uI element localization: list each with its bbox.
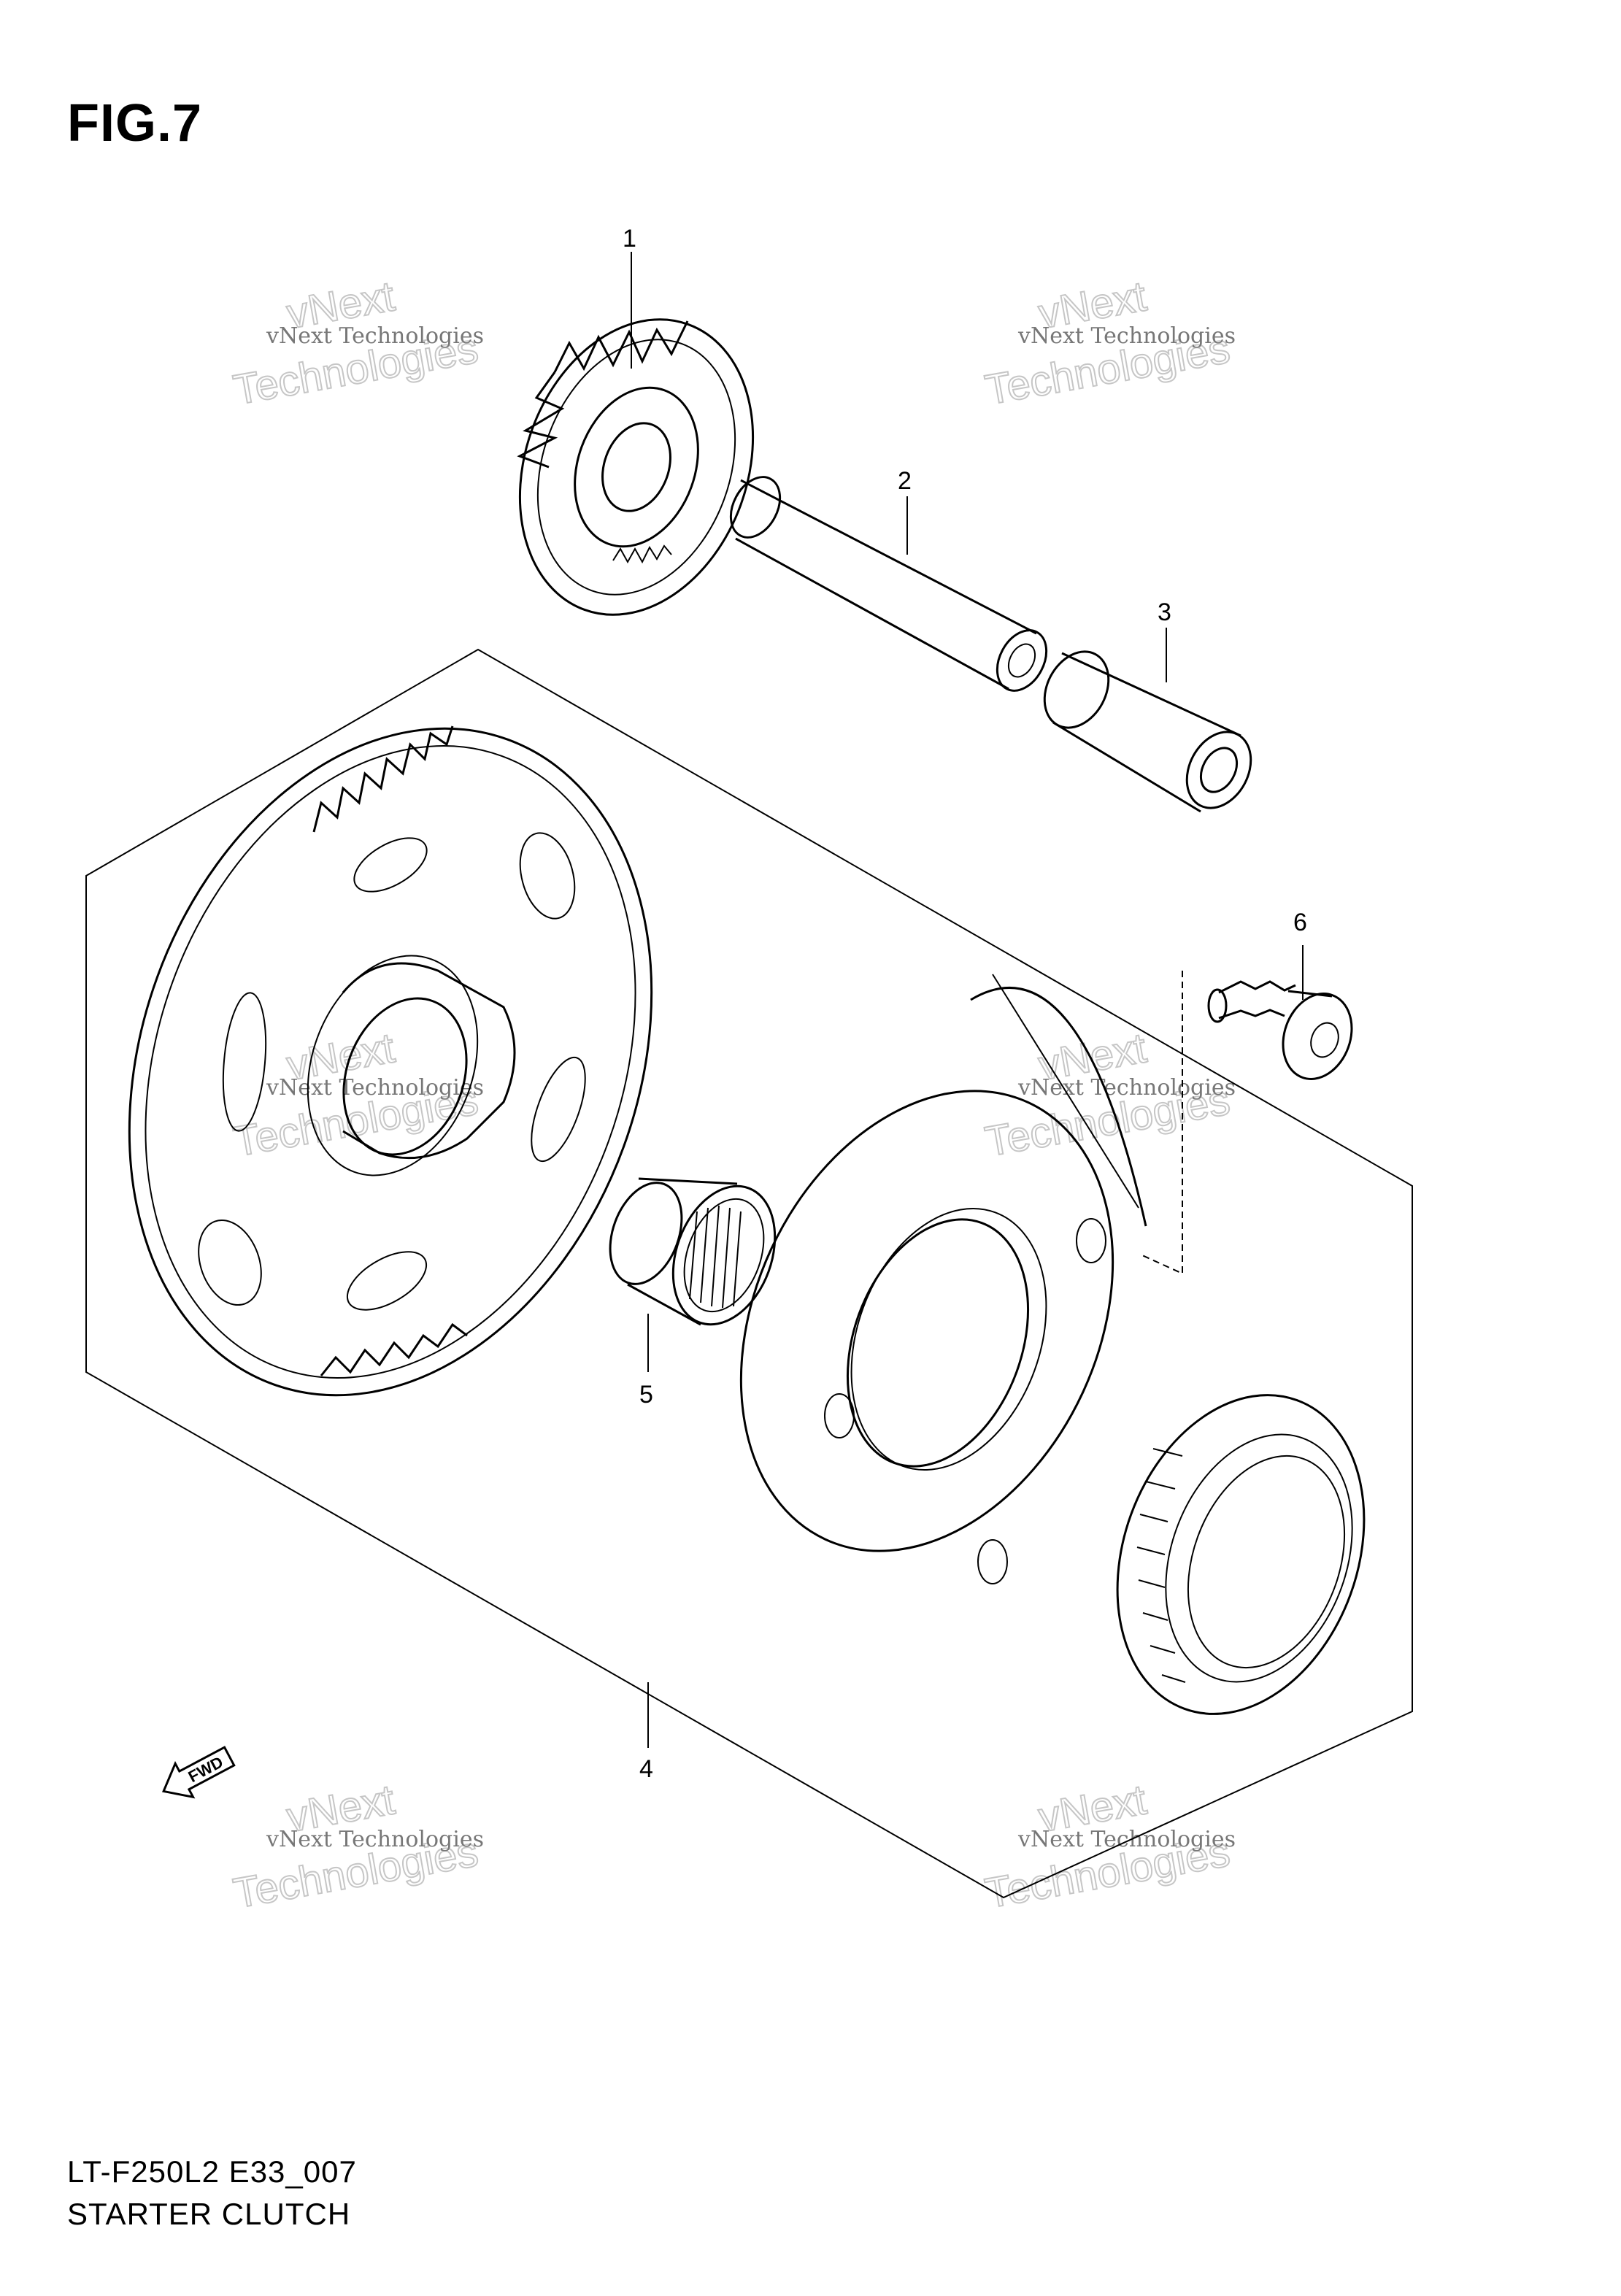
svg-text:vNext Technologies: vNext Technologies <box>1017 1075 1236 1101</box>
bolt-alignment-line <box>1141 971 1183 1275</box>
one-way-clutch <box>1116 1394 1366 1715</box>
svg-text:vNext Technologies: vNext Technologies <box>1017 1827 1236 1852</box>
watermark-bottom-left: vNext Technologies vNext Technologies <box>229 1775 484 1918</box>
callout-5: 5 <box>639 1381 653 1409</box>
callout-6: 6 <box>1293 909 1307 936</box>
watermark-top-left: vNext Technologies vNext Technologies <box>229 271 484 415</box>
part-1-idle-gear <box>517 318 755 616</box>
part-3-bushing <box>1043 650 1252 813</box>
model-code: LT-F250L2 E33_007 <box>67 2154 357 2189</box>
fwd-arrow-icon: FWD <box>161 1746 236 1799</box>
svg-text:vNext Technologies: vNext Technologies <box>1017 323 1236 349</box>
figure-name: STARTER CLUTCH <box>67 2197 351 2231</box>
watermarks: vNext Technologies vNext Technologies vN… <box>229 271 1236 1918</box>
clutch-housing <box>739 974 1147 1584</box>
callout-labels: 1 2 3 4 5 6 <box>623 225 1307 1783</box>
part-2-shaft <box>729 476 1048 692</box>
callout-4: 4 <box>639 1755 653 1783</box>
callout-leaders <box>631 252 1304 1748</box>
watermark-mid-right: vNext Technologies vNext Technologies <box>981 1023 1236 1166</box>
watermark-top-right: vNext Technologies vNext Technologies <box>981 271 1236 415</box>
part-5-needle-bearing <box>609 1177 777 1326</box>
svg-text:vNext Technologies: vNext Technologies <box>266 1075 484 1101</box>
svg-text:vNext Technologies: vNext Technologies <box>266 1827 484 1852</box>
callout-1: 1 <box>623 225 636 253</box>
callout-3: 3 <box>1158 598 1171 626</box>
part-4-driven-gear <box>128 725 653 1397</box>
svg-text:vNext Technologies: vNext Technologies <box>266 323 484 349</box>
part-6-bolt <box>1207 980 1353 1080</box>
watermark-mid-left: vNext Technologies vNext Technologies <box>229 1023 484 1166</box>
watermark-bottom-right: vNext Technologies vNext Technologies <box>981 1775 1236 1918</box>
assembly-boundary <box>85 648 1413 1899</box>
figure-title: FIG.7 <box>67 94 203 153</box>
callout-2: 2 <box>898 467 912 495</box>
